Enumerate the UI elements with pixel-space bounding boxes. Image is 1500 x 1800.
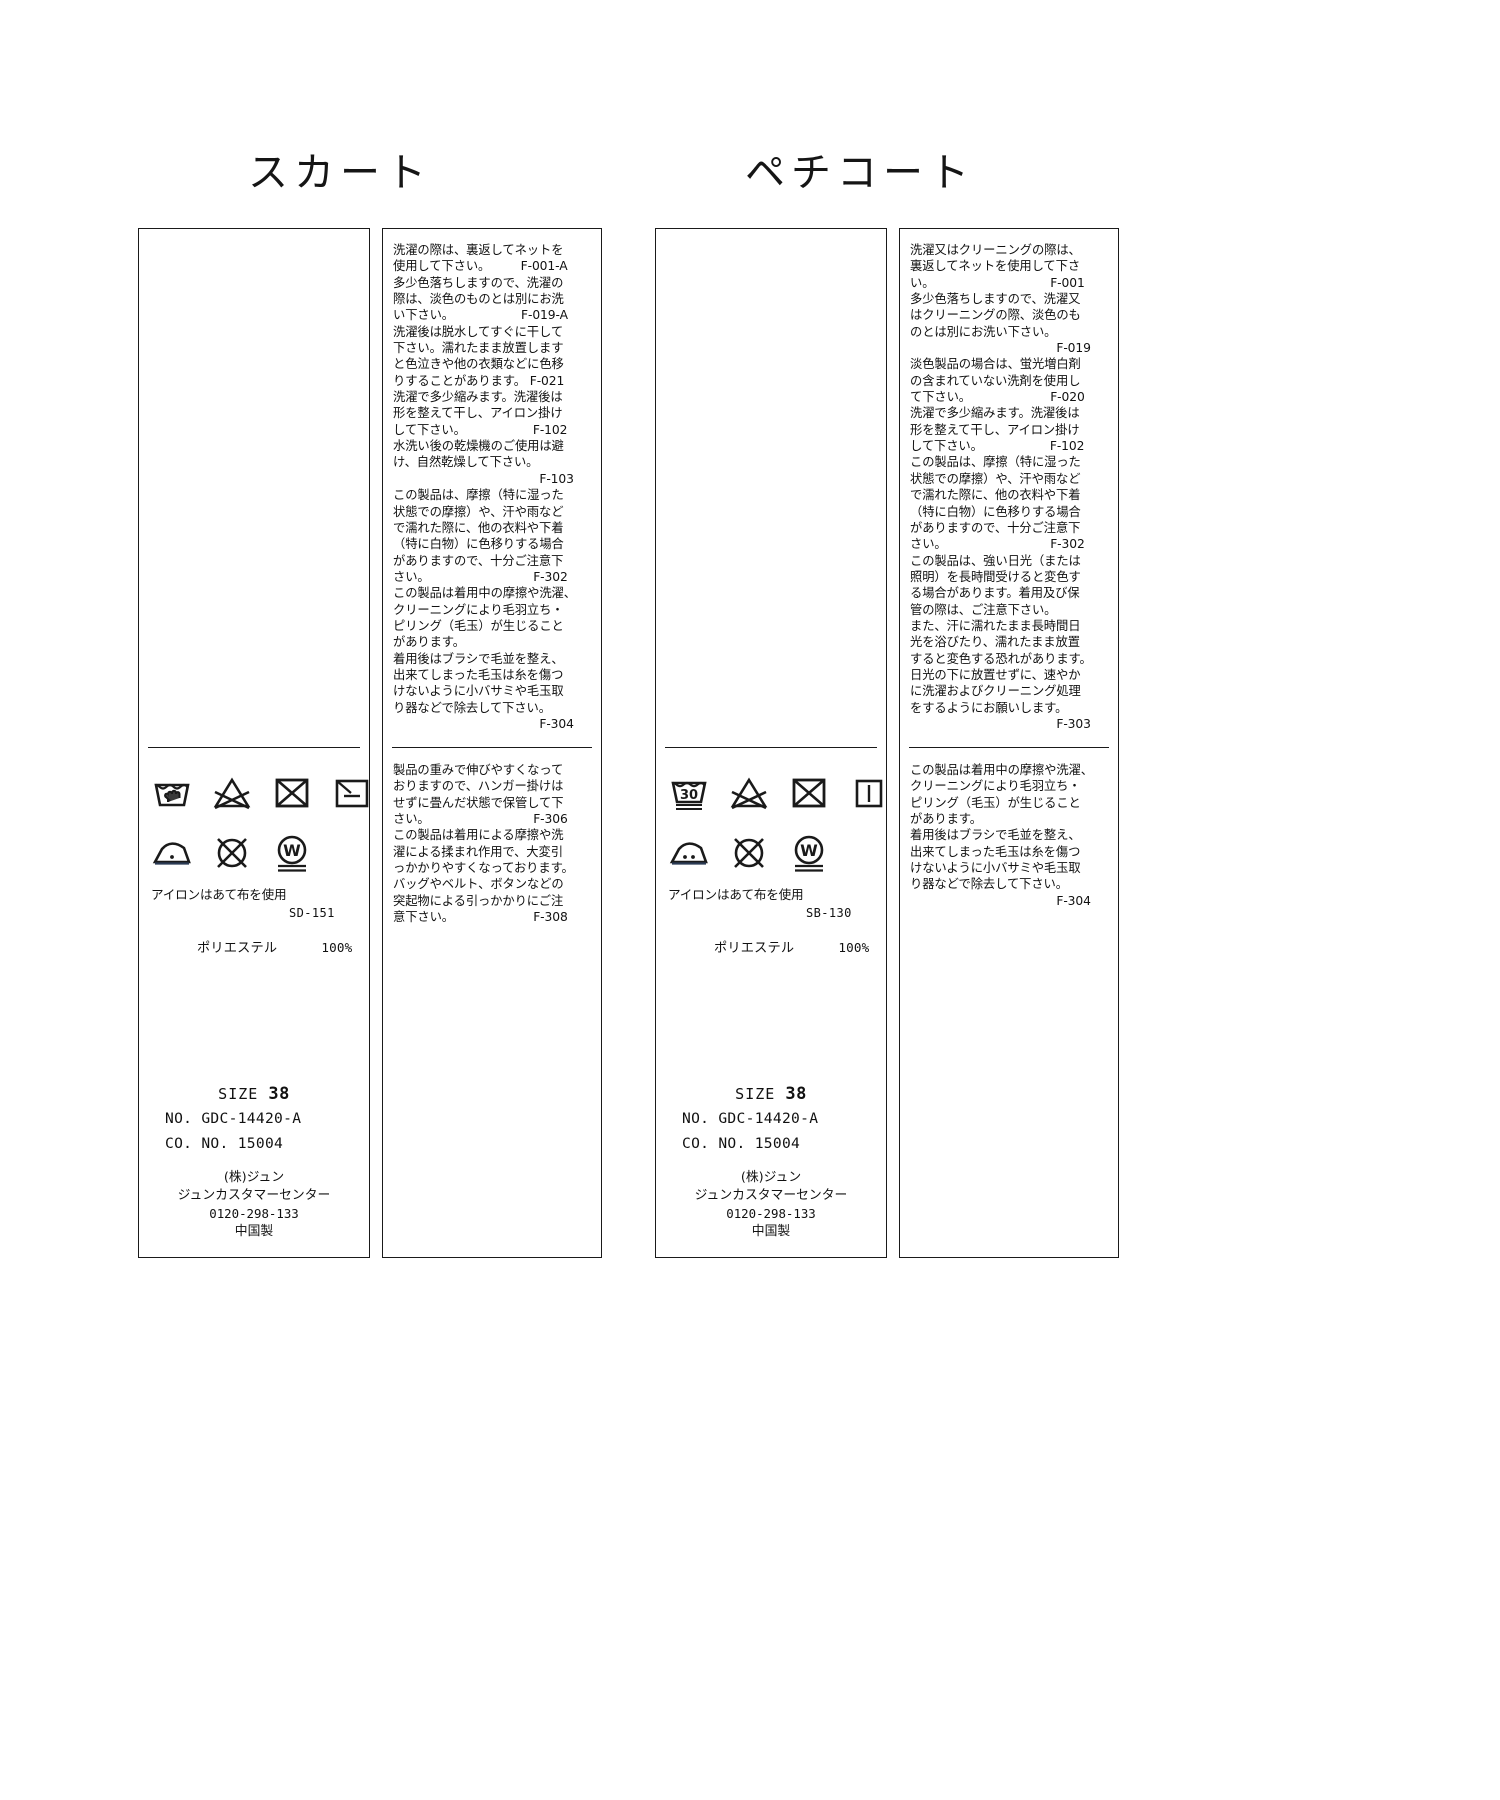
symbol-row-iron: W [151,822,381,874]
customer-center: ジュンカスタマーセンター [177,1188,331,1203]
company-name: (株)ジュン [223,1170,285,1185]
fiber-name: ポリエステル [714,941,795,956]
care-instructions-bottom: この製品は着用中の摩擦や洗濯、 クリーニングにより毛羽立ち・ ピリング（毛玉）が… [910,763,1093,908]
iron-note-text: アイロンはあて布を使用 [668,887,804,902]
do-not-dryclean-icon [728,832,770,874]
fiber-composition: ポリエステル 100% [714,937,869,956]
fiber-percent: 100% [838,940,870,955]
country-of-origin: 中国製 [234,1224,274,1239]
size-line: SIZE 38 [656,1084,886,1104]
customer-center: ジュンカスタマーセンター [694,1188,848,1203]
care-instructions-top: 洗濯又はクリーニングの際は、 裏返してネットを使用して下さ い。 F-001 多… [910,243,1092,731]
symbol-row-wash [151,762,381,814]
svg-text:W: W [800,841,818,860]
drip-dry-flat-icon [331,772,373,814]
product-number: NO. GDC-14420-A [682,1110,819,1127]
care-instructions-top: 洗濯の際は、裏返してネットを 使用して下さい。 F-001-A 多少色落ちします… [393,243,576,731]
group-title-skirt: スカート [248,150,432,196]
size-value: 38 [268,1084,290,1104]
iron-medium-two-dot-icon [668,832,710,874]
sd-code-text: SB-130 [806,906,852,920]
product-number: NO. GDC-14420-A [165,1110,302,1127]
symbol-row-wash: 30 [668,762,898,814]
text-divider [909,747,1109,748]
group-title-petticoat: ペチコート [745,150,975,196]
size-line: SIZE 38 [139,1084,369,1104]
text-divider [392,747,592,748]
symbol-divider [665,747,877,748]
iron-low-one-dot-icon [151,832,193,874]
sd-code-text: SD-151 [289,906,335,920]
fiber-percent: 100% [321,940,353,955]
company-block: (株)ジュン ジュンカスタマーセンター 0120-298-133 中国製 [139,1169,369,1241]
petticoat-symbol-label-card: 30 [655,228,887,1258]
svg-text:30: 30 [680,788,698,803]
iron-note-text: アイロンはあて布を使用 [151,887,287,902]
do-not-tumble-dry-icon [271,772,313,814]
wet-clean-very-mild-icon: W [271,832,313,874]
symbol-divider [148,747,360,748]
symbol-block: W [151,762,381,882]
do-not-bleach-icon [728,772,770,814]
care-instructions-bottom: 製品の重みで伸びやすくなって おりますので、ハンガー掛けは せずに畳んだ状態で保… [393,763,574,925]
country-of-origin: 中国製 [751,1224,791,1239]
size-label: SIZE [735,1085,776,1103]
size-label: SIZE [218,1085,259,1103]
do-not-dryclean-icon [211,832,253,874]
customer-center-tel: 0120-298-133 [726,1206,816,1221]
company-name: (株)ジュン [740,1170,802,1185]
petticoat-care-text-card: 洗濯又はクリーニングの際は、 裏返してネットを使用して下さ い。 F-001 多… [899,228,1119,1258]
company-number: CO. NO. 15004 [165,1135,284,1152]
machine-wash-30-very-mild-icon: 30 [668,772,710,814]
skirt-care-text-card: 洗濯の際は、裏返してネットを 使用して下さい。 F-001-A 多少色落ちします… [382,228,602,1258]
wet-clean-very-mild-icon: W [788,832,830,874]
symbol-block: 30 [668,762,898,882]
drip-dry-hang-icon [848,772,890,814]
do-not-bleach-icon [211,772,253,814]
company-block: (株)ジュン ジュンカスタマーセンター 0120-298-133 中国製 [656,1169,886,1241]
do-not-tumble-dry-icon [788,772,830,814]
symbol-row-iron: W [668,822,898,874]
company-number: CO. NO. 15004 [682,1135,801,1152]
svg-text:W: W [283,841,301,860]
customer-center-tel: 0120-298-133 [209,1206,299,1221]
fiber-name: ポリエステル [197,941,278,956]
size-value: 38 [785,1084,807,1104]
fiber-composition: ポリエステル 100% [197,937,352,956]
hand-wash-icon [151,772,193,814]
